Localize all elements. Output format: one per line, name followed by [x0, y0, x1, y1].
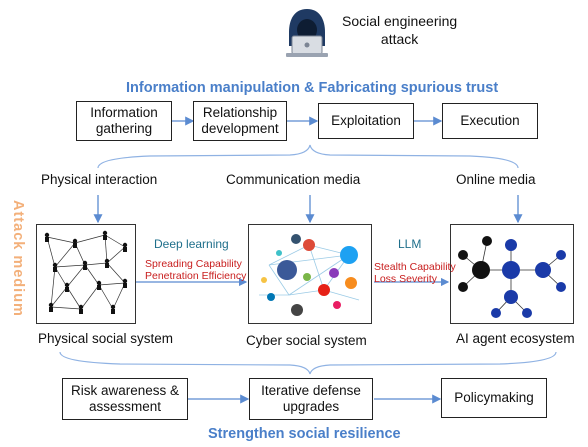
stage-information-gathering: Information gathering: [76, 101, 172, 141]
resilience-policymaking: Policymaking: [441, 378, 547, 418]
page-title: Information manipulation & Fabricating s…: [126, 80, 499, 96]
system-physical: Physical social system: [38, 331, 174, 346]
resilience-defense-upgrades: Iterative defense upgrades: [249, 378, 373, 420]
stage-exploitation: Exploitation: [318, 103, 414, 139]
stage-execution: Execution: [442, 103, 538, 139]
tech-llm: LLM: [398, 237, 422, 251]
note-loss-severity: Loss Severity: [374, 273, 438, 285]
stage-relationship-development: Relationship development: [193, 101, 287, 141]
media-communication: Communication media: [226, 172, 361, 187]
social-media-network-image: [248, 224, 372, 324]
attack-medium-label: Attack medium: [10, 200, 26, 317]
system-ai-agent: AI agent ecosystem: [456, 331, 575, 346]
note-penetration-efficiency: Penetration Efficiency: [145, 270, 247, 282]
media-physical: Physical interaction: [41, 172, 158, 187]
system-cyber: Cyber social system: [246, 333, 367, 348]
hacker-icon: [286, 9, 328, 57]
footer-title: Strengthen social resilience: [208, 426, 401, 442]
resilience-risk-awareness: Risk awareness & assessment: [62, 378, 188, 420]
tech-deep-learning: Deep learning: [154, 237, 229, 251]
attack-label: Social engineering attack: [342, 13, 458, 47]
note-spreading-capability: Spreading Capability: [145, 258, 242, 270]
physical-network-image: [36, 224, 136, 324]
media-online: Online media: [456, 172, 536, 187]
note-stealth-capability: Stealth Capability: [374, 261, 456, 273]
ai-agent-ecosystem-image: [450, 224, 574, 324]
